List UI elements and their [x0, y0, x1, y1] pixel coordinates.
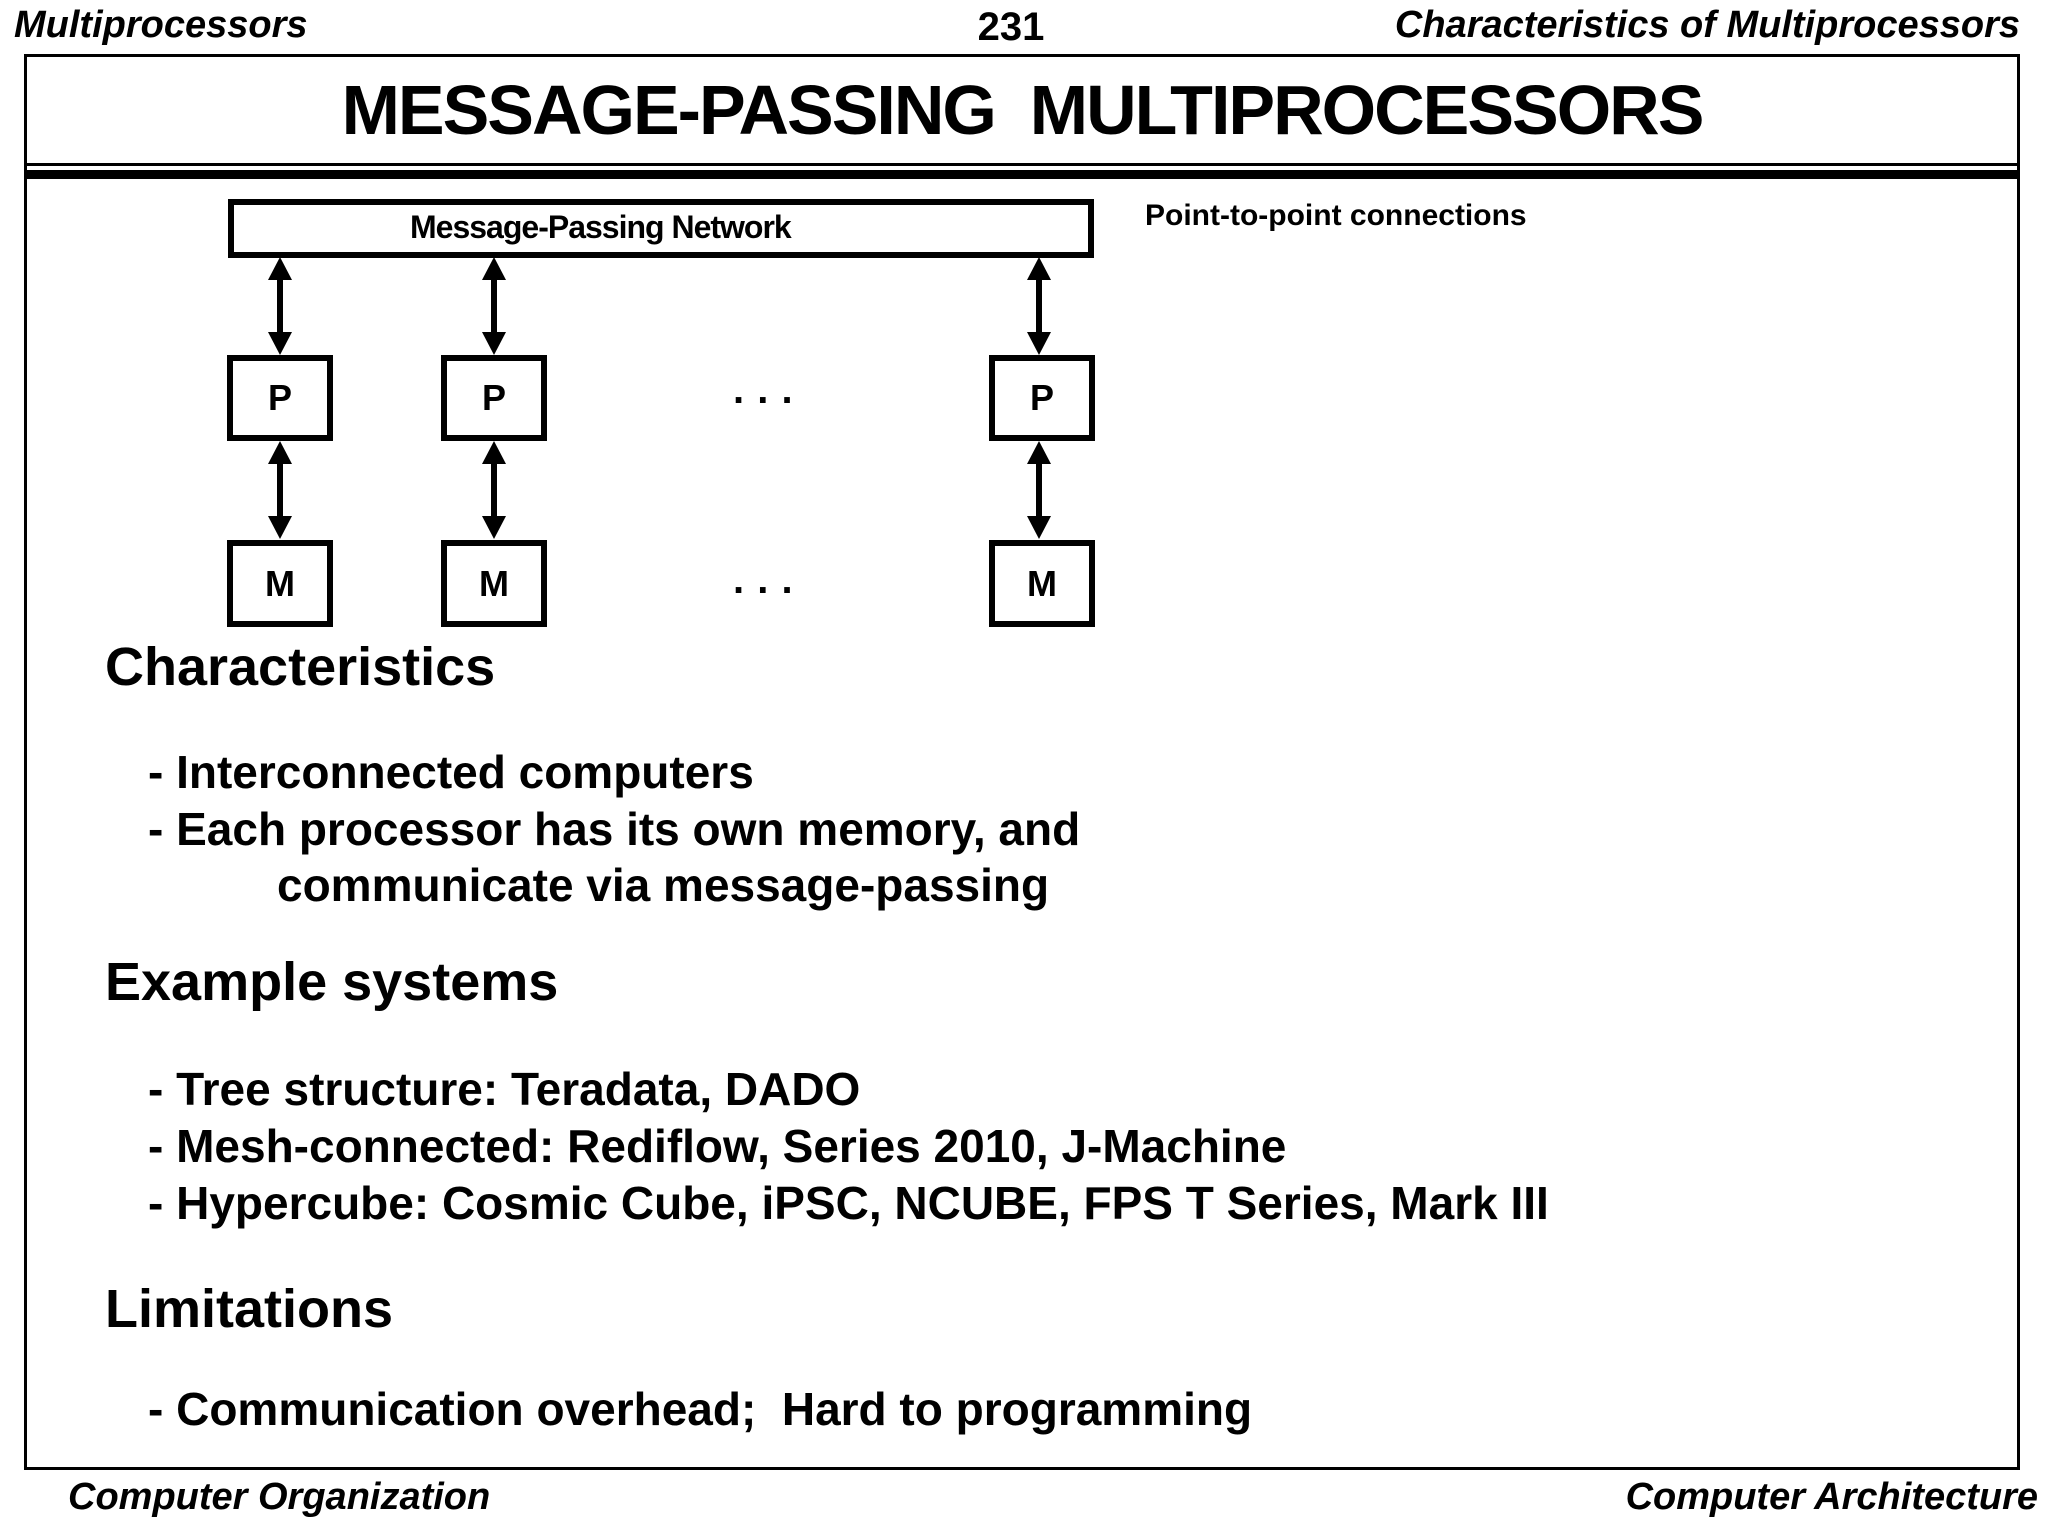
point-to-point-label: Point-to-point connections — [1145, 199, 1527, 232]
footer-left-title: Computer Organization — [68, 1476, 491, 1518]
page-number: 231 — [977, 5, 1045, 49]
processor-label: P — [481, 377, 506, 418]
memory-box: M — [441, 540, 547, 627]
processor-box: P — [227, 355, 333, 441]
slide-content-frame — [24, 54, 2020, 1470]
bullet-item: - Communication overhead; Hard to progra… — [148, 1383, 1253, 1435]
memory-box: M — [227, 540, 333, 627]
bidirectional-arrow-icon — [268, 441, 292, 539]
processor-box: P — [989, 355, 1095, 441]
processor-box: P — [441, 355, 547, 441]
bullet-item: - Each processor has its own memory, and — [148, 803, 1081, 855]
section-heading: Characteristics — [105, 637, 496, 697]
separator-line-thin — [24, 163, 2020, 166]
bullet-item: - Tree structure: Teradata, DADO — [148, 1063, 861, 1115]
memory-label: M — [1027, 562, 1057, 604]
processor-label: P — [267, 377, 292, 418]
ellipsis-dots: . . . — [733, 558, 794, 602]
bidirectional-arrow-icon — [1027, 441, 1051, 539]
bidirectional-arrow-icon — [268, 257, 292, 355]
header-right-title: Characteristics of Multiprocessors — [1394, 4, 2020, 46]
slide-title: MESSAGE-PASSING MULTIPROCESSORS — [341, 71, 1705, 149]
ellipsis-dots: . . . — [733, 368, 794, 412]
memory-label: M — [265, 562, 295, 604]
section-heading: Example systems — [105, 952, 559, 1012]
bidirectional-arrow-icon — [1027, 257, 1051, 355]
bidirectional-arrow-icon — [482, 257, 506, 355]
bullet-item: - Hypercube: Cosmic Cube, iPSC, NCUBE, F… — [148, 1177, 1549, 1229]
network-box: Message-Passing Network — [228, 199, 1094, 258]
network-box-label: Message-Passing Network — [410, 209, 792, 245]
memory-label: M — [479, 562, 509, 604]
processor-label: P — [1029, 377, 1054, 418]
header-left-title: Multiprocessors — [14, 4, 308, 46]
bidirectional-arrow-icon — [482, 441, 506, 539]
bullet-item-continuation: communicate via message-passing — [277, 859, 1050, 911]
separator-line-thick — [24, 170, 2020, 179]
bullet-item: - Interconnected computers — [148, 746, 754, 798]
footer-right-title: Computer Architecture — [1625, 1476, 2038, 1518]
memory-box: M — [989, 540, 1095, 627]
bullet-item: - Mesh-connected: Rediflow, Series 2010,… — [148, 1120, 1287, 1172]
section-heading: Limitations — [105, 1279, 394, 1339]
